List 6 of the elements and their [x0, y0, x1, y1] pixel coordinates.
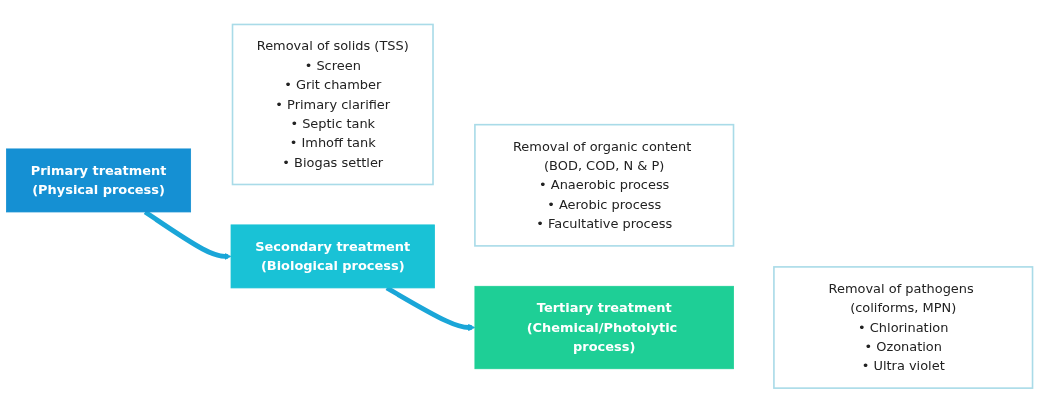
node-box: Removal of solids (TSS) • Screen • Grit chamber • Primary clarifier • Septic tank • Imhoff tank • Biogas settler — [231, 23, 434, 185]
node-box: Secondary treatment (Biological process) — [230, 224, 435, 289]
node-box: Primary treatment (Physical process) — [6, 148, 192, 213]
node-box: Removal of pathogens (coliforms, MPN) • Chlorination • Ozonation • Ultra violet — [773, 265, 1034, 389]
node-box: Tertiary treatment (Chemical/Photolytic process) — [474, 285, 734, 369]
node-box: Removal of organic content (BOD, COD, N & P) • Anaerobic process • Aerobic process • Facultative process — [474, 123, 735, 247]
